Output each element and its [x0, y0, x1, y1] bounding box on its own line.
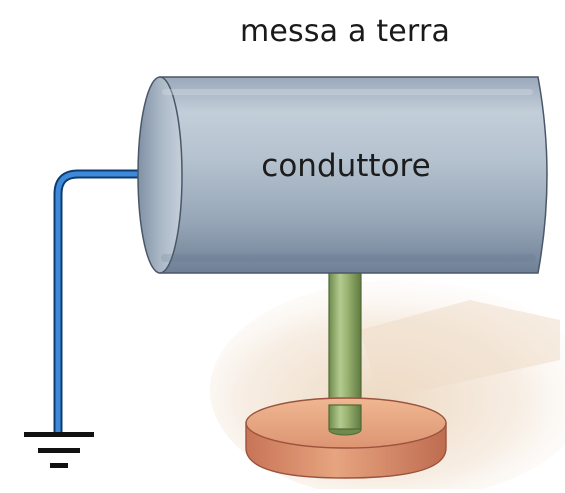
support-rod-lower — [328, 404, 362, 430]
conductor-label: conduttore — [261, 148, 431, 184]
ground-symbol-icon — [24, 432, 94, 468]
rod-shadow — [360, 300, 560, 400]
diagram-title: messa a terra — [239, 14, 451, 49]
ground-wire-highlight — [55, 171, 144, 432]
conductor-cylinder — [137, 76, 548, 274]
ground-wire — [53, 169, 144, 432]
